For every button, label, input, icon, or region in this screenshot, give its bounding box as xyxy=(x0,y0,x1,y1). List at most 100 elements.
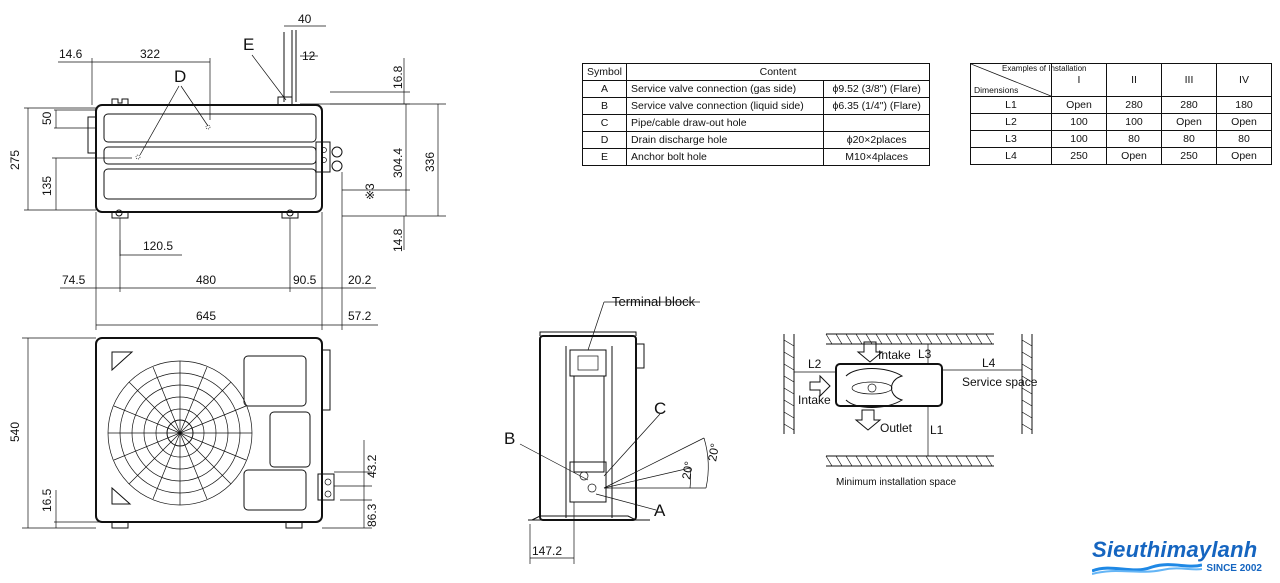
table-cell: Open xyxy=(1051,96,1107,114)
corner-cell: Examples of Installation Dimensions xyxy=(970,63,1087,97)
table-cell: Open xyxy=(1161,113,1217,131)
header-cell: II xyxy=(1106,63,1162,97)
label-e: E xyxy=(243,35,254,54)
table-cell: L4 xyxy=(970,147,1052,165)
angle-20-inner: 20° xyxy=(679,460,696,480)
table-header-row: Examples of Installation Dimensions I II… xyxy=(970,63,1272,97)
table-cell: Open xyxy=(1216,113,1272,131)
terminal-block-label: Terminal block xyxy=(612,294,696,309)
table-cell: E xyxy=(581,148,628,166)
table-row: L1 Open 280 280 180 xyxy=(970,96,1272,114)
table-cell: D xyxy=(581,131,628,149)
dim-336: 336 xyxy=(423,152,437,172)
content-table: Symbol Content A Service valve connectio… xyxy=(581,63,930,166)
table-cell: 100 xyxy=(1051,130,1107,148)
dim-14-6: 14.6 xyxy=(59,47,83,61)
table-cell: Service valve connection (liquid side) xyxy=(626,97,825,115)
table-cell: ϕ20×2places xyxy=(823,131,930,149)
table-cell: 80 xyxy=(1161,130,1217,148)
table-row: L3 100 80 80 80 xyxy=(970,130,1272,148)
brand-name: Sieuthimaylanh xyxy=(1092,537,1258,562)
table-cell: B xyxy=(581,97,628,115)
table-cell: Pipe/cable draw-out hole xyxy=(626,114,825,132)
outlet-label: Outlet xyxy=(880,421,913,435)
install-caption: Minimum installation space xyxy=(836,477,956,488)
dim-16-5: 16.5 xyxy=(40,488,54,512)
dim-74-5: 74.5 xyxy=(62,273,86,287)
table-cell: 250 xyxy=(1161,147,1217,165)
table-cell: L1 xyxy=(970,96,1052,114)
table-header-row: Symbol Content xyxy=(581,63,930,81)
table-cell: L3 xyxy=(970,130,1052,148)
table-cell xyxy=(823,114,930,132)
table-cell: Service valve connection (gas side) xyxy=(626,80,825,98)
angle-20-outer: 20° xyxy=(705,442,722,462)
dim-480: 480 xyxy=(196,273,216,287)
leader-lines-d-e xyxy=(139,54,287,156)
brand-watermark: Sieuthimaylanh SINCE 2002 xyxy=(1092,537,1272,575)
table-row: L4 250 Open 250 Open xyxy=(970,147,1272,165)
table-row: L2 100 100 Open Open xyxy=(970,113,1272,131)
corner-bottom-label: Dimensions xyxy=(974,85,1019,95)
intake-left-label: Intake xyxy=(798,393,831,407)
dim-645: 645 xyxy=(196,309,216,323)
table-cell: 280 xyxy=(1161,96,1217,114)
table-cell: 280 xyxy=(1106,96,1162,114)
dim-3: ※3 xyxy=(363,183,377,200)
brand-since: SINCE 2002 xyxy=(1206,563,1262,574)
label-l2: L2 xyxy=(808,357,822,371)
dim-50: 50 xyxy=(40,111,54,125)
dim-135: 135 xyxy=(40,176,54,196)
dim-40: 40 xyxy=(298,12,312,26)
unit-body xyxy=(95,104,323,213)
unit-side xyxy=(539,335,637,521)
table-cell: C xyxy=(581,114,628,132)
front-view xyxy=(24,25,446,330)
table-cell: ϕ6.35 (1/4") (Flare) xyxy=(823,97,930,115)
intake-top-label: Intake xyxy=(878,348,911,362)
table-cell: 80 xyxy=(1216,130,1272,148)
table-cell: Drain discharge hole xyxy=(626,131,825,149)
dim-14-8: 14.8 xyxy=(391,228,405,252)
dim-147-2: 147.2 xyxy=(532,544,562,558)
label-c: C xyxy=(654,399,666,418)
table-cell: 100 xyxy=(1051,113,1107,131)
dim-86-3: 86.3 xyxy=(365,503,379,527)
label-l1: L1 xyxy=(930,423,944,437)
table-row: C Pipe/cable draw-out hole xyxy=(581,114,930,132)
side-view xyxy=(519,301,709,564)
dim-16-8: 16.8 xyxy=(391,65,405,89)
label-b: B xyxy=(504,429,515,448)
dim-322: 322 xyxy=(140,47,160,61)
label-l4: L4 xyxy=(982,356,996,370)
table-cell: 100 xyxy=(1106,113,1162,131)
unit-plan xyxy=(835,363,943,407)
dim-304-4: 304.4 xyxy=(391,148,405,178)
table-row: E Anchor bolt hole M10×4places xyxy=(581,148,930,166)
dim-90-5: 90.5 xyxy=(293,273,317,287)
table-row: D Drain discharge hole ϕ20×2places xyxy=(581,131,930,149)
header-content: Content xyxy=(626,63,930,81)
table-row: A Service valve connection (gas side) ϕ9… xyxy=(581,80,930,98)
dim-540: 540 xyxy=(8,422,22,442)
label-l3: L3 xyxy=(918,347,932,361)
dim-120-5: 120.5 xyxy=(143,239,173,253)
table-cell: 180 xyxy=(1216,96,1272,114)
dim-43-2: 43.2 xyxy=(365,454,379,478)
table-row: B Service valve connection (liquid side)… xyxy=(581,97,930,115)
dim-12: 12 xyxy=(302,49,316,63)
dim-20-2: 20.2 xyxy=(348,273,372,287)
table-cell: M10×4places xyxy=(823,148,930,166)
table-cell: 250 xyxy=(1051,147,1107,165)
lower-view xyxy=(22,337,372,529)
label-a: A xyxy=(654,501,666,520)
header-symbol: Symbol xyxy=(581,63,628,81)
dim-275: 275 xyxy=(8,150,22,170)
table-cell: L2 xyxy=(970,113,1052,131)
header-cell: III xyxy=(1161,63,1217,97)
wave-logo xyxy=(1092,563,1202,575)
install-diagram xyxy=(783,333,1033,467)
installation-table: Examples of Installation Dimensions I II… xyxy=(970,63,1272,165)
unit-front xyxy=(95,337,323,523)
